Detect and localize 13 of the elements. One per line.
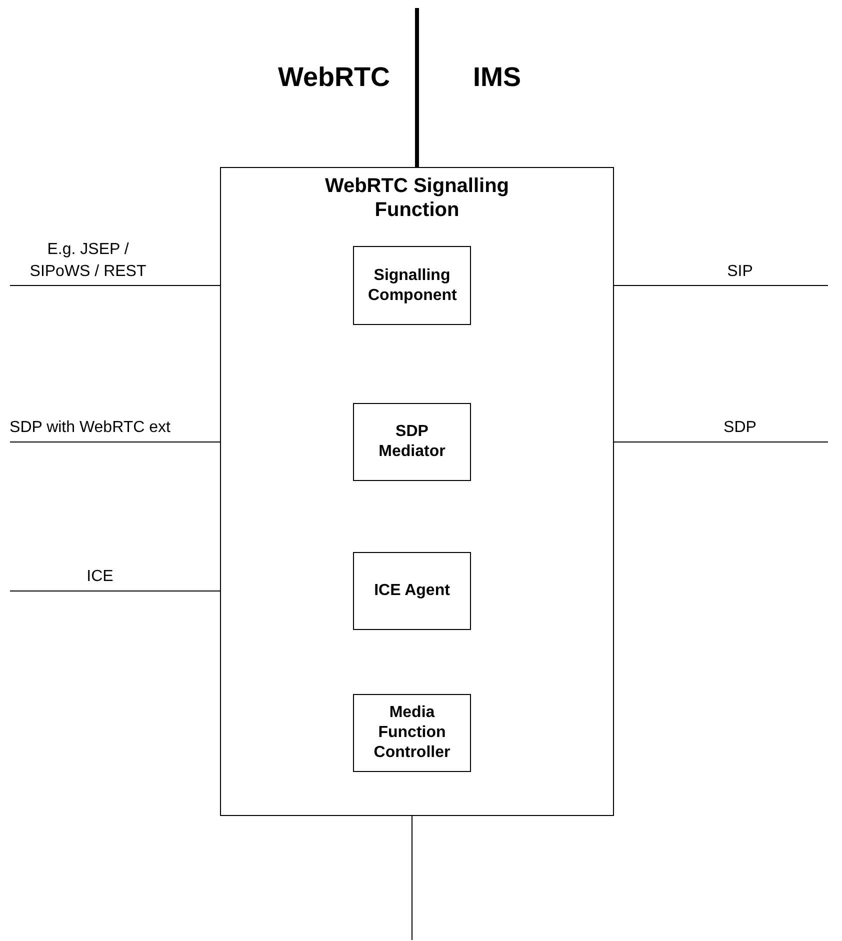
domain-label: WebRTC bbox=[278, 62, 390, 93]
component-label: ICE Agent bbox=[373, 581, 451, 601]
domain-label: IMS bbox=[473, 62, 522, 93]
title-text: WebRTC Signalling Function bbox=[324, 174, 510, 222]
component-box bbox=[353, 403, 471, 481]
component-label: Media Function Controller bbox=[372, 703, 452, 763]
function-box bbox=[220, 167, 614, 816]
component-label: SDP Mediator bbox=[378, 422, 446, 462]
component-box bbox=[353, 246, 471, 325]
divider-line bbox=[415, 8, 419, 167]
component-box bbox=[353, 552, 471, 630]
component-label: Signalling Component bbox=[368, 266, 456, 306]
component-box bbox=[353, 694, 471, 772]
